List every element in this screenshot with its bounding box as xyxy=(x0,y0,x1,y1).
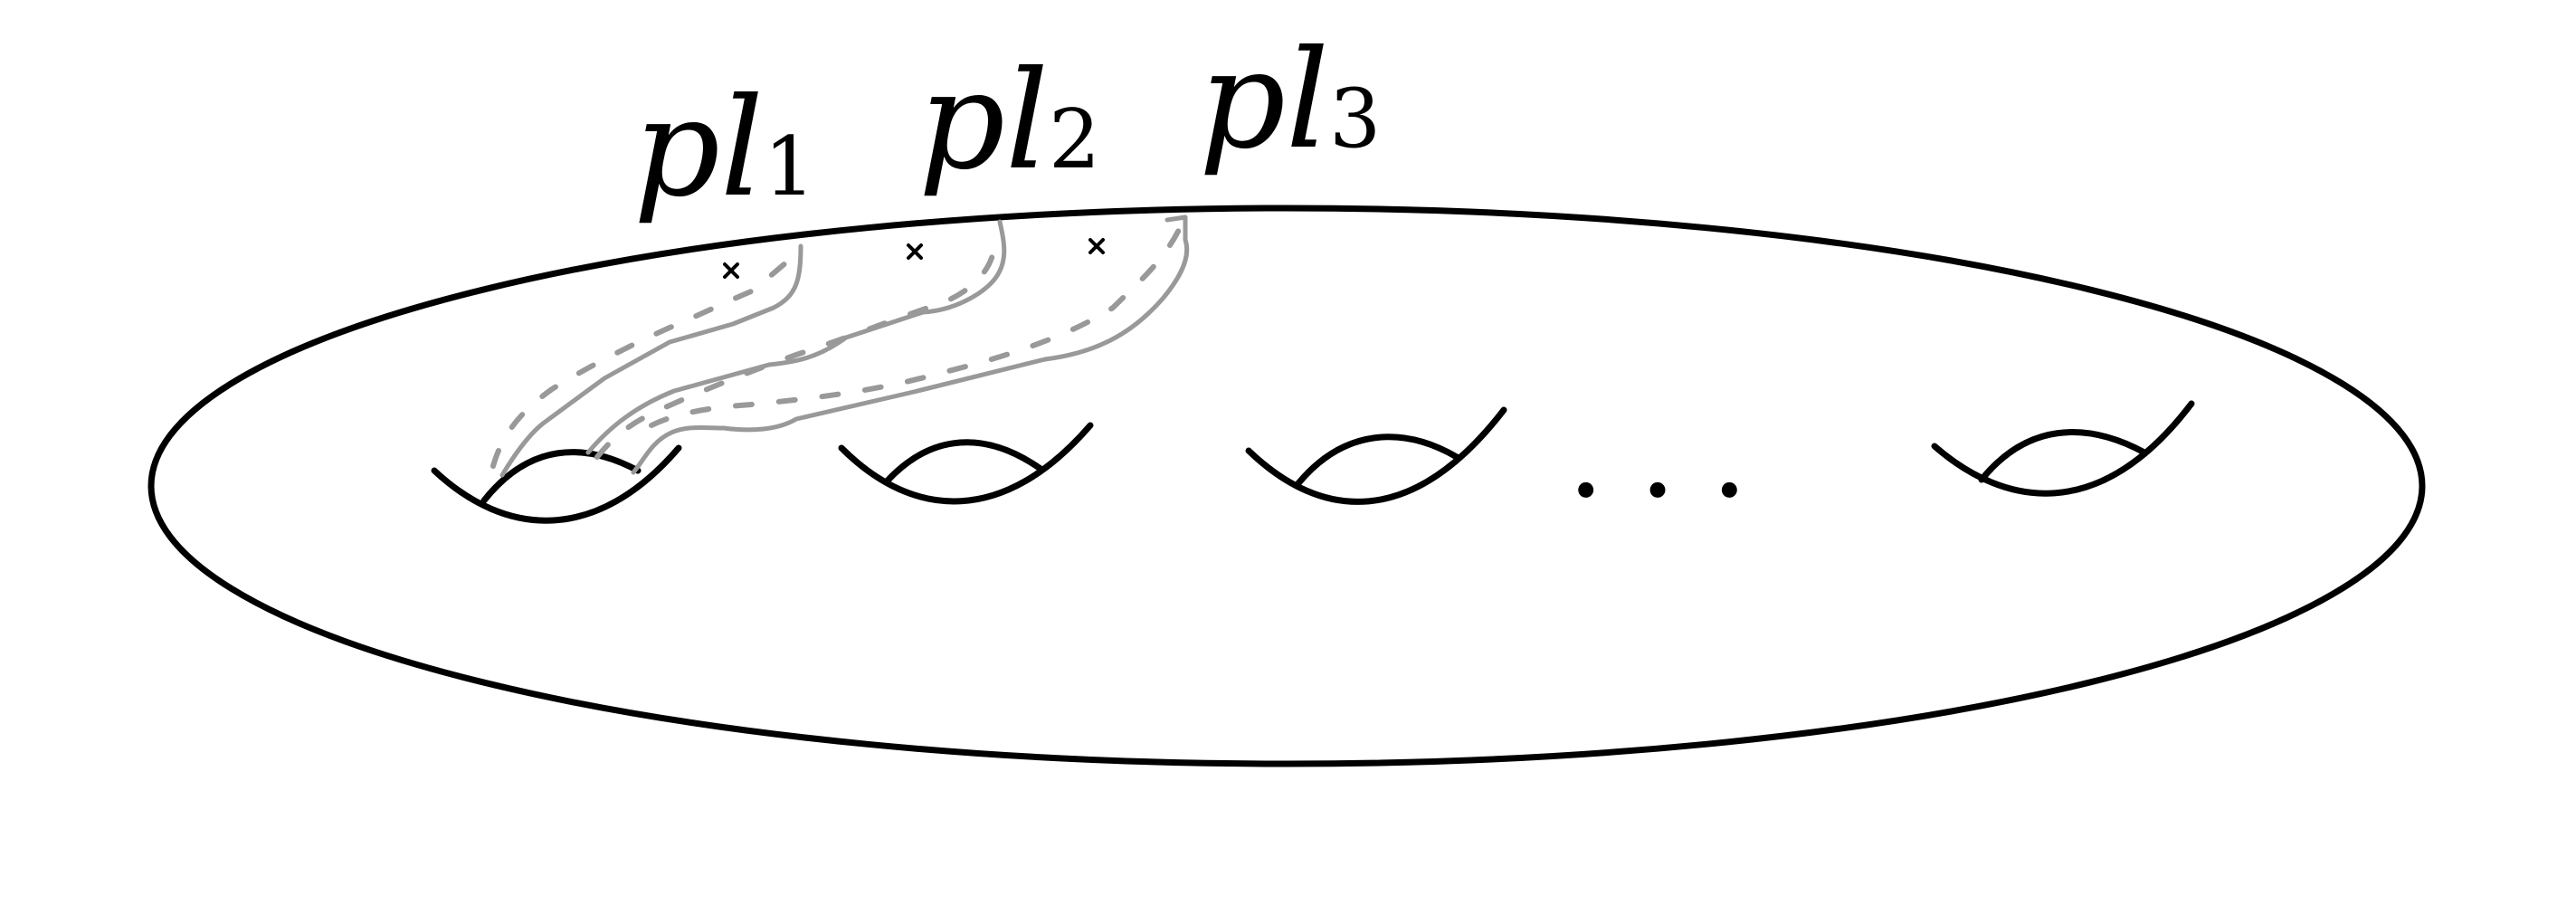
loop-dashed-curves xyxy=(490,224,1183,469)
ellipsis: ... xyxy=(1567,386,1782,524)
point-3-marker xyxy=(1088,238,1105,254)
point-2-marker xyxy=(907,243,923,260)
handle-2 xyxy=(838,422,1094,505)
point-1-marker xyxy=(723,262,739,279)
loop-1-solid xyxy=(499,243,803,478)
handle-3 xyxy=(1245,406,1507,505)
handle-4 xyxy=(1931,400,2195,497)
label-pl2: pl2 xyxy=(918,43,1100,200)
label-pl3: pl3 xyxy=(1199,22,1381,179)
marked-points xyxy=(723,238,1105,279)
loop-3-solid xyxy=(631,214,1190,475)
label-pl1: pl1 xyxy=(633,70,815,227)
loop-2-dashed xyxy=(594,242,997,460)
handle-1 xyxy=(431,444,682,524)
surface-outline xyxy=(147,205,2426,767)
loop-1-dashed xyxy=(490,251,799,469)
